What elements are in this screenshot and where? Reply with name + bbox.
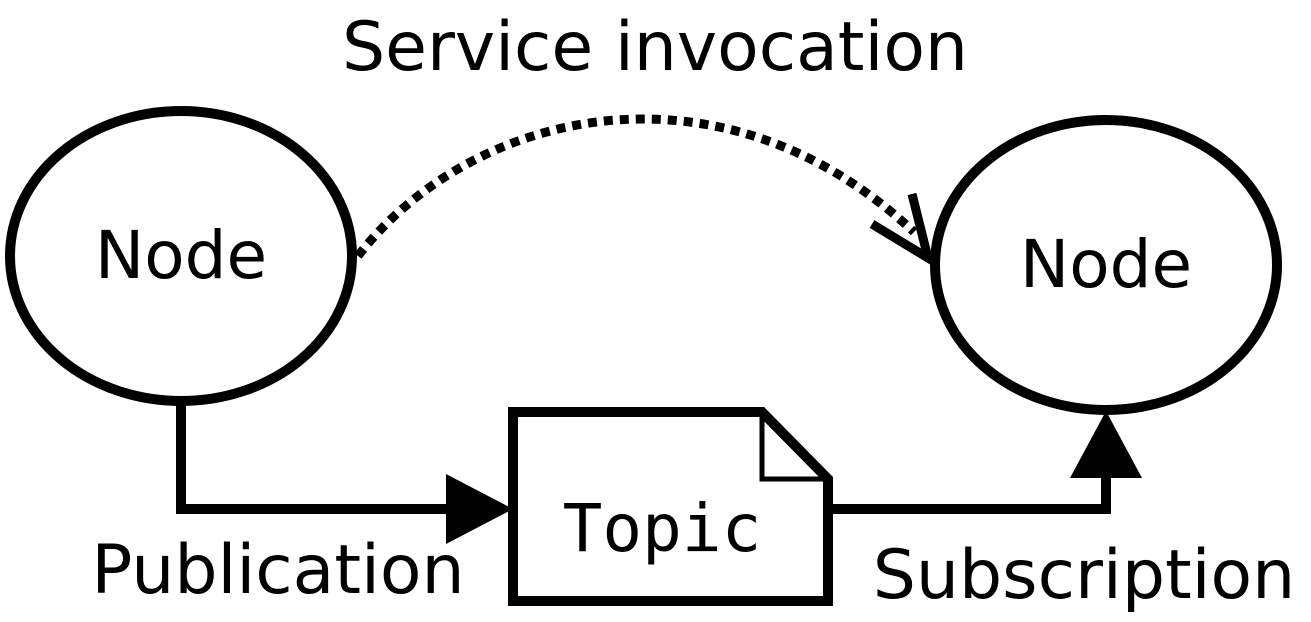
- subscription-line: [828, 470, 1111, 514]
- topic-label: Topic: [563, 490, 762, 567]
- topic-folded-corner: [759, 412, 828, 482]
- publication-arrowhead: [446, 474, 513, 544]
- subscription-arrowhead: [1070, 411, 1142, 478]
- service-invocation-arrowhead: [869, 192, 936, 268]
- right-node-ellipse: [930, 115, 1282, 415]
- left-node-label: Node: [95, 217, 267, 294]
- subscription-label: Subscription: [873, 536, 1296, 615]
- service-invocation-label: Service invocation: [342, 8, 968, 87]
- service-invocation-arc: [354, 114, 918, 259]
- topic-box: [508, 407, 833, 606]
- publication-line: [176, 401, 450, 514]
- right-node-label: Node: [1020, 226, 1192, 303]
- publication-label: Publication: [91, 531, 464, 610]
